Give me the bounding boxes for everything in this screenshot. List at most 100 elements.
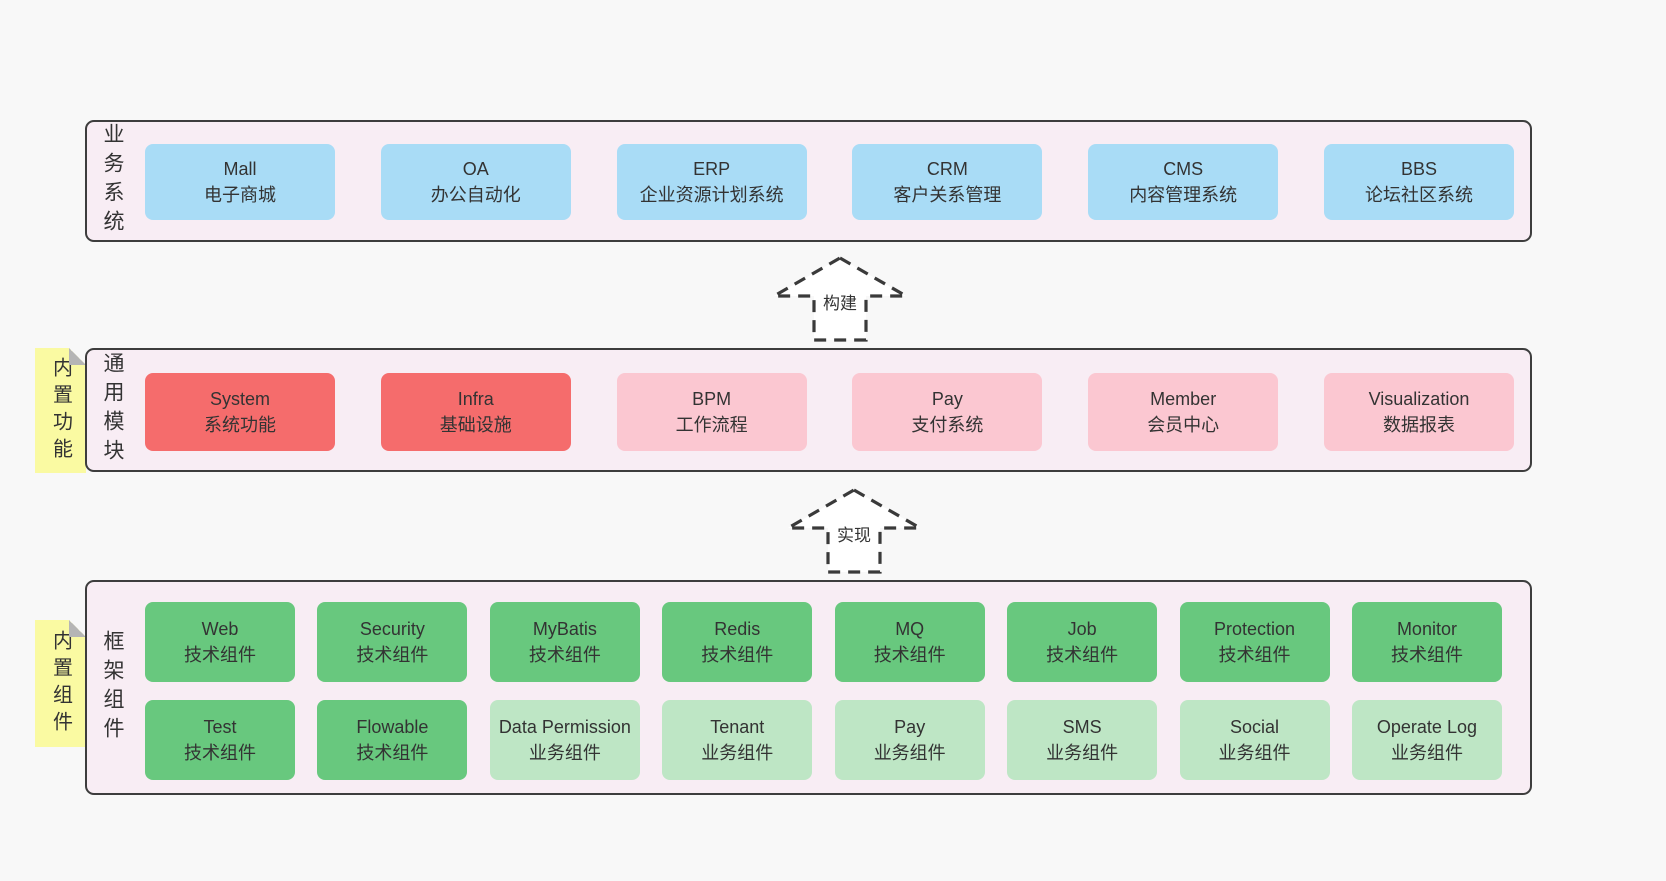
- box-title: CRM: [926, 158, 968, 179]
- box-subtitle: 系统功能: [204, 415, 276, 435]
- box-subtitle: 业务组件: [1218, 743, 1291, 763]
- diagram-box: CMS 内容管理系统: [1088, 144, 1279, 220]
- box-title: Security: [359, 618, 425, 639]
- diagram-box: Web 技术组件: [145, 602, 295, 682]
- box-subtitle: 业务组件: [873, 743, 946, 763]
- box-subtitle: 电子商城: [204, 185, 276, 205]
- box-title: Flowable: [356, 716, 429, 737]
- box-subtitle: 基础设施: [439, 415, 512, 435]
- box-title: Test: [203, 716, 237, 737]
- diagram-box: Security 技术组件: [317, 602, 468, 682]
- diagram-box: MyBatis 技术组件: [489, 602, 640, 682]
- box-subtitle: 企业资源计划系统: [639, 185, 784, 205]
- box-subtitle: 技术组件: [184, 645, 256, 665]
- box-subtitle: 论坛社区系统: [1364, 185, 1473, 205]
- business-systems-row: Mall 电子商城 OA 办公自动化 ERP 企业资源计划系统 CRM 客户关系管理 CMS 内容…: [145, 144, 1514, 220]
- diagram-box: Tenant 业务组件: [662, 700, 813, 780]
- business-systems-label: 业务系统: [101, 123, 124, 239]
- box-subtitle: 办公自动化: [430, 185, 521, 205]
- box-subtitle: 工作流程: [675, 415, 748, 435]
- box-title: Job: [1067, 618, 1097, 639]
- box-title: Pay: [894, 716, 926, 737]
- box-subtitle: 客户关系管理: [893, 185, 1002, 205]
- box-subtitle: 技术组件: [528, 645, 601, 665]
- box-subtitle: 技术组件: [1218, 645, 1291, 665]
- diagram-box: Flowable 技术组件: [317, 700, 468, 780]
- box-title: Infra: [457, 388, 494, 409]
- box-title: Mall: [223, 158, 257, 179]
- box-subtitle: 业务组件: [1390, 743, 1463, 763]
- diagram-box: SMS 业务组件: [1007, 700, 1158, 780]
- box-title: Monitor: [1396, 618, 1457, 639]
- box-title: Redis: [714, 618, 761, 639]
- diagram-box: Test 技术组件: [145, 700, 295, 780]
- builtin-features-note: 内置功能: [35, 348, 86, 473]
- box-title: Social: [1230, 716, 1280, 737]
- box-title: Protection: [1214, 618, 1296, 639]
- box-title: Data Permission: [498, 716, 631, 737]
- box-subtitle: 技术组件: [1390, 645, 1463, 665]
- box-subtitle: 业务组件: [528, 743, 601, 763]
- box-subtitle: 技术组件: [701, 645, 774, 665]
- diagram-box: Job 技术组件: [1007, 602, 1158, 682]
- diagram-box: Member 会员中心: [1088, 373, 1279, 451]
- box-title: BPM: [692, 388, 732, 409]
- box-subtitle: 技术组件: [1046, 645, 1119, 665]
- diagram-box: Visualization 数据报表: [1323, 373, 1514, 451]
- common-modules-label: 通用模块: [101, 352, 124, 468]
- diagram-box: Protection 技术组件: [1179, 602, 1330, 682]
- framework-components-label: 框架组件: [101, 629, 124, 746]
- diagram-box: Operate Log 业务组件: [1351, 700, 1502, 780]
- box-subtitle: 技术组件: [873, 645, 946, 665]
- box-title: MQ: [895, 618, 925, 639]
- builtin-components-note-label: 内置组件: [49, 629, 72, 738]
- box-subtitle: 业务组件: [701, 743, 774, 763]
- diagram-box: OA 办公自动化: [380, 144, 571, 220]
- box-subtitle: 会员中心: [1147, 415, 1220, 435]
- implement-arrow-label: 实现: [835, 521, 873, 546]
- diagram-box: Data Permission 业务组件: [489, 700, 640, 780]
- builtin-components-note: 内置组件: [35, 620, 86, 747]
- box-subtitle: 技术组件: [356, 743, 429, 763]
- diagram-box: Monitor 技术组件: [1351, 602, 1502, 682]
- box-title: Visualization: [1368, 388, 1470, 409]
- box-title: BBS: [1400, 158, 1437, 179]
- diagram-box: Redis 技术组件: [662, 602, 813, 682]
- diagram-box: Social 业务组件: [1179, 700, 1330, 780]
- business-systems-panel: 业务系统 Mall 电子商城 OA 办公自动化 ERP 企业资源计划系统 CRM 客户关系管理…: [85, 120, 1532, 242]
- diagram-box: Infra 基础设施: [380, 373, 571, 451]
- box-subtitle: 内容管理系统: [1129, 185, 1238, 205]
- diagram-box: Mall 电子商城: [145, 144, 335, 220]
- box-title: MyBatis: [532, 618, 597, 639]
- box-title: ERP: [693, 158, 731, 179]
- diagram-box: ERP 企业资源计划系统: [616, 144, 807, 220]
- box-title: Pay: [931, 388, 963, 409]
- box-subtitle: 技术组件: [356, 645, 429, 665]
- box-subtitle: 技术组件: [184, 743, 256, 763]
- box-title: Web: [201, 618, 239, 639]
- box-title: OA: [462, 158, 489, 179]
- build-arrow-label: 构建: [821, 289, 859, 314]
- box-title: Member: [1150, 388, 1217, 409]
- diagram-box: CRM 客户关系管理: [852, 144, 1043, 220]
- box-title: SMS: [1062, 716, 1102, 737]
- box-title: Operate Log: [1376, 716, 1477, 737]
- build-arrow: 构建: [772, 255, 908, 343]
- diagram-box: BPM 工作流程: [616, 373, 807, 451]
- box-subtitle: 数据报表: [1382, 415, 1455, 435]
- diagram-box: MQ 技术组件: [834, 602, 985, 682]
- builtin-features-note-label: 内置功能: [49, 356, 72, 465]
- box-title: CMS: [1163, 158, 1204, 179]
- diagram-box: BBS 论坛社区系统: [1323, 144, 1514, 220]
- diagram-box: Pay 业务组件: [834, 700, 985, 780]
- box-subtitle: 业务组件: [1046, 743, 1119, 763]
- box-title: Tenant: [710, 716, 765, 737]
